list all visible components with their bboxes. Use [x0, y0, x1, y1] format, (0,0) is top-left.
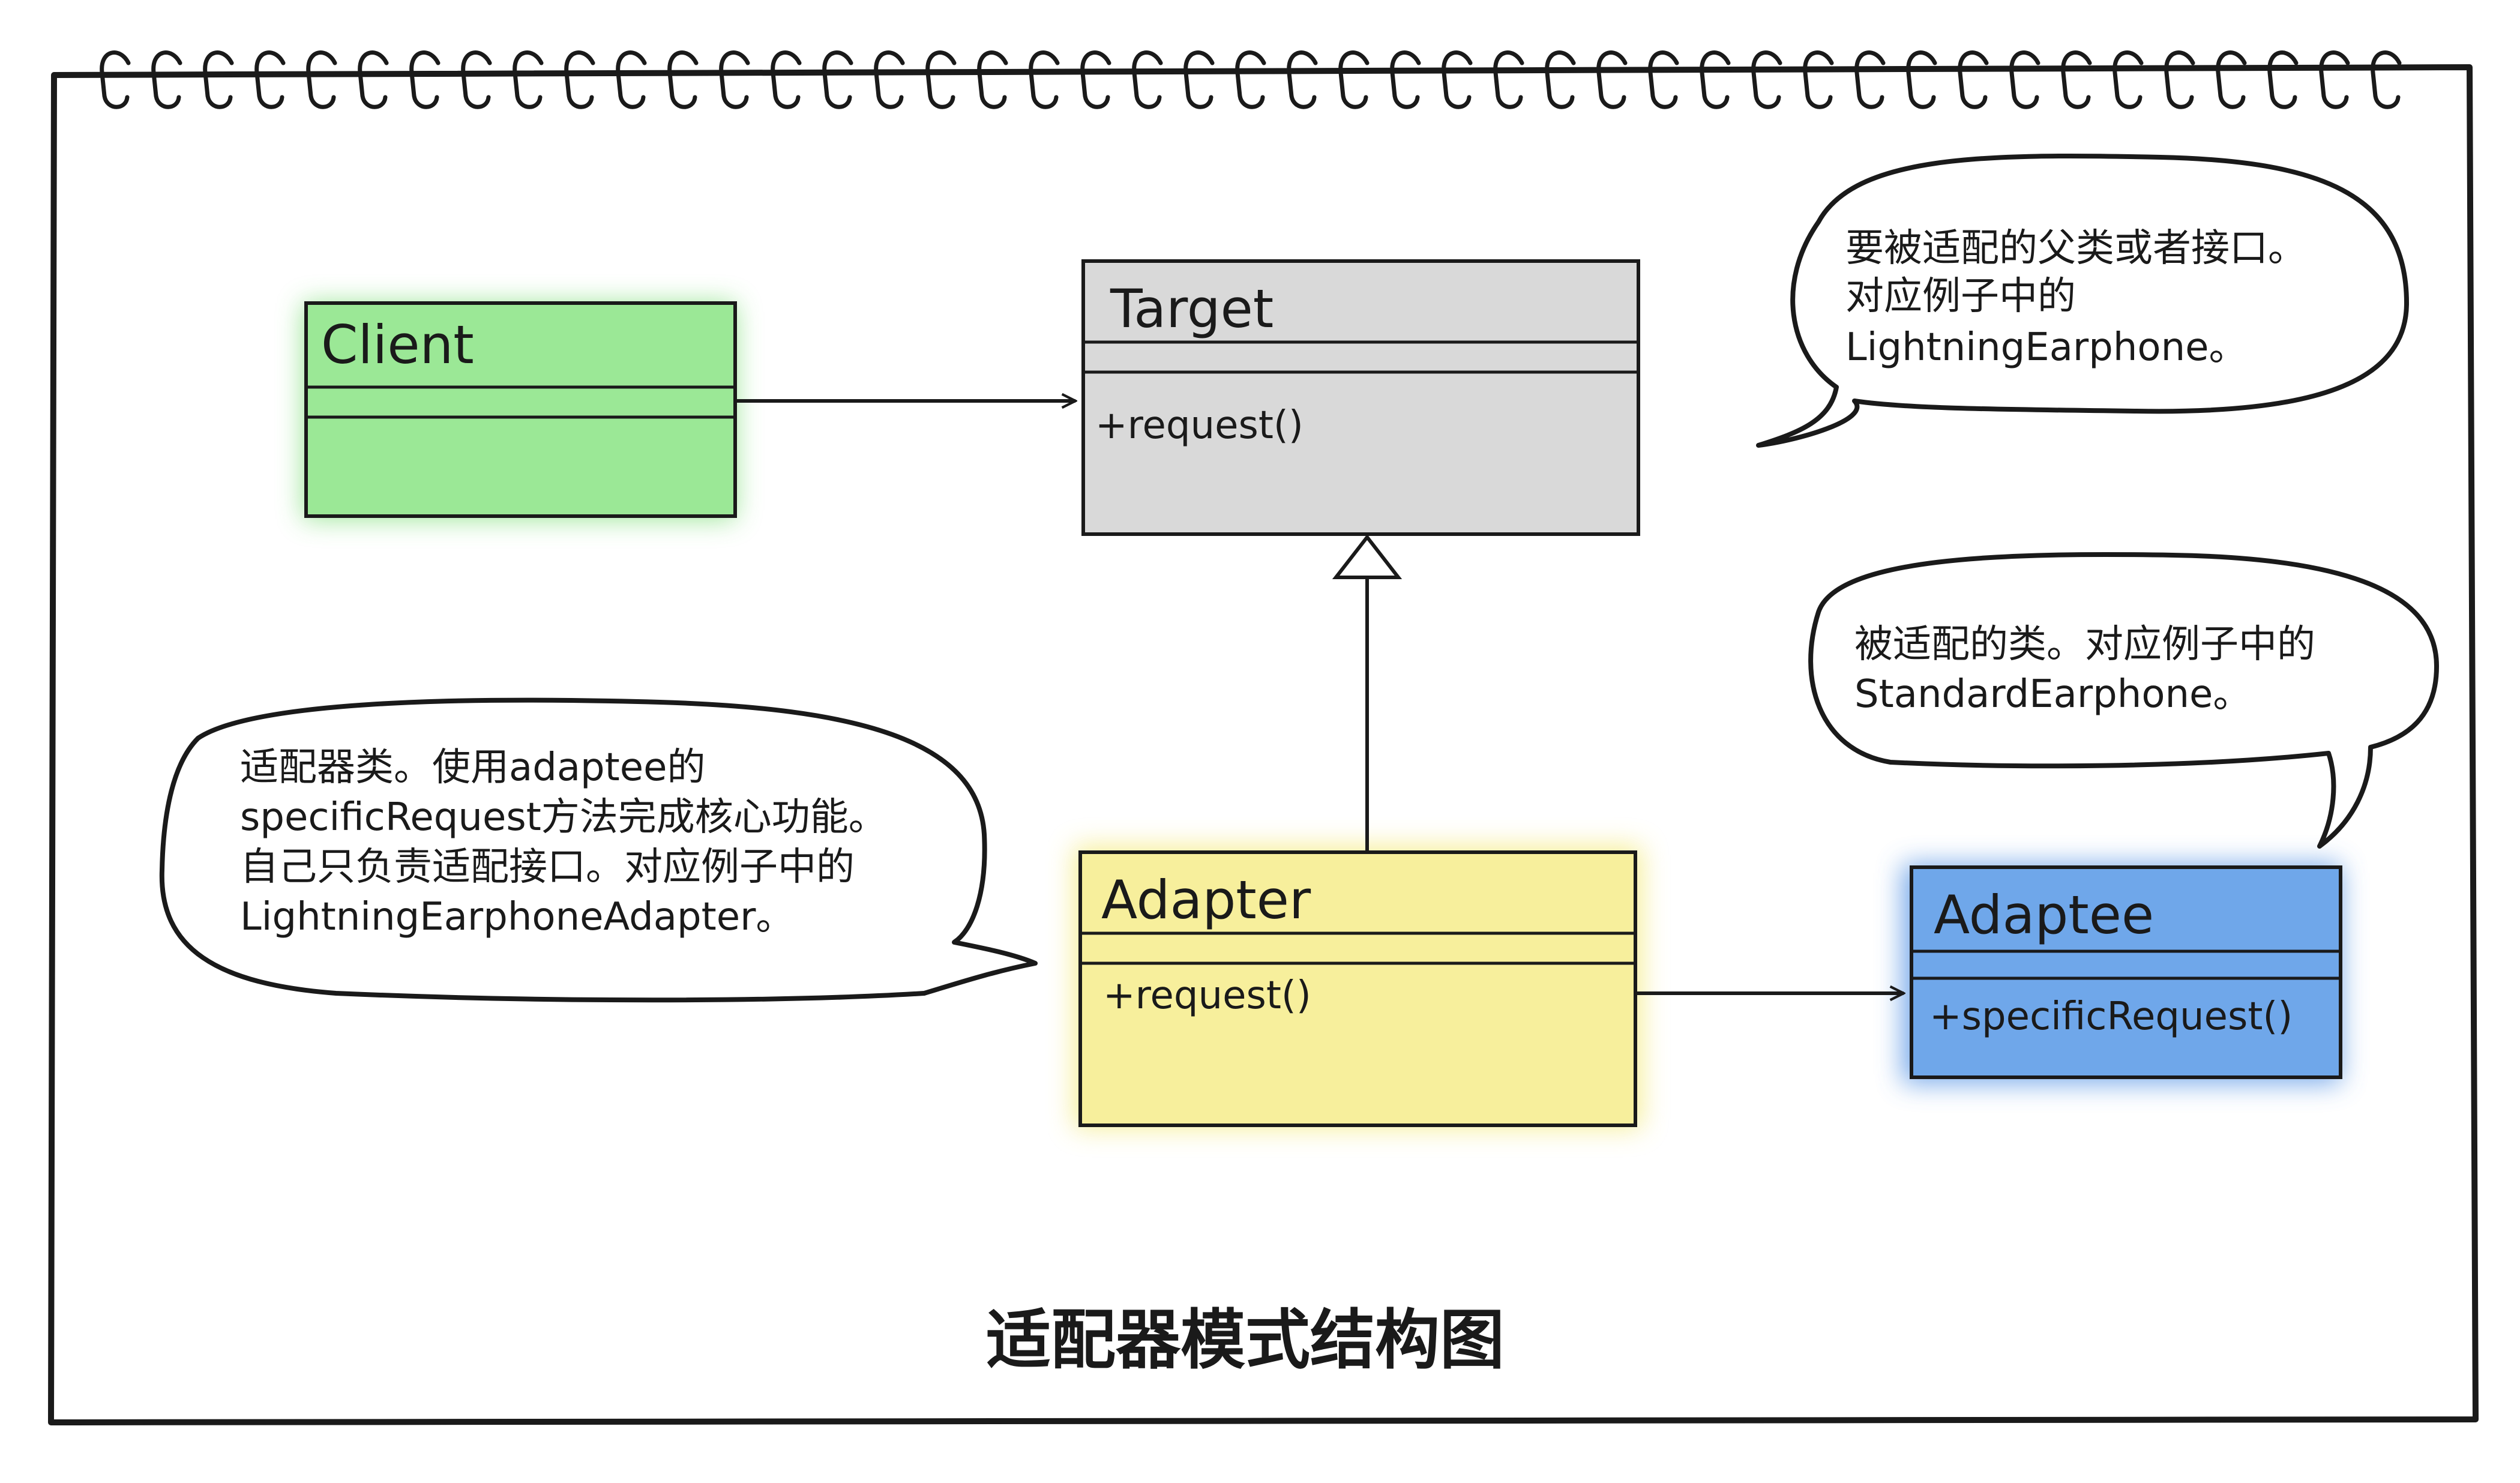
- spiral-ring: [203, 50, 234, 109]
- spiral-ring: [2371, 50, 2402, 109]
- spiral-ring: [1493, 50, 1524, 109]
- spiral-ring: [461, 50, 492, 109]
- spiral-ring: [513, 50, 544, 109]
- spiral-ring: [1080, 50, 1111, 109]
- spiral-ring: [1442, 50, 1473, 109]
- spiral-ring: [564, 50, 595, 109]
- spiral-binding: [100, 50, 2402, 109]
- client-class-name: Client: [321, 314, 474, 376]
- note-adapter: 适配器类。使用adaptee的 specificRequest方法完成核心功能。…: [159, 697, 1038, 1003]
- spiral-ring: [616, 50, 647, 109]
- spiral-ring: [771, 50, 802, 109]
- spiral-ring: [2216, 50, 2247, 109]
- spiral-ring: [822, 50, 853, 109]
- spiral-ring: [719, 50, 750, 109]
- adaptee-method: +specificRequest(): [1929, 994, 2293, 1039]
- class-adaptee: Adaptee +specificRequest(): [1902, 864, 2342, 1083]
- class-target: Target +request(): [1081, 259, 1640, 536]
- note-adaptee: 被适配的类。对应例子中的 StandardEarphone。: [1808, 552, 2439, 849]
- spiral-ring: [1545, 50, 1576, 109]
- note-adaptee-line-1: 被适配的类。对应例子中的: [1854, 622, 2315, 667]
- spiral-ring: [1390, 50, 1421, 109]
- adapter-class-name: Adapter: [1101, 869, 1311, 931]
- spiral-ring: [2113, 50, 2144, 109]
- spiral-ring: [151, 50, 182, 109]
- spiral-ring: [1700, 50, 1731, 109]
- note-target: 要被适配的父类或者接口。 对应例子中的 LightningEarphone。: [1756, 153, 2409, 448]
- spiral-ring: [409, 50, 441, 109]
- note-target-line-2: 对应例子中的: [1845, 274, 2076, 319]
- spiral-ring: [1751, 50, 1782, 109]
- note-adaptee-line-2: StandardEarphone。: [1854, 672, 2251, 717]
- note-adapter-line-3: 自己只负责适配接口。对应例子中的: [240, 845, 855, 889]
- spiral-ring: [1854, 50, 1886, 109]
- spiral-ring: [1803, 50, 1834, 109]
- inheritance-triangle-icon: [1332, 534, 1403, 579]
- adaptee-class-name: Adaptee: [1934, 884, 2154, 946]
- class-client: Client: [303, 301, 737, 519]
- spiral-ring: [100, 50, 131, 109]
- note-target-line-3: LightningEarphone。: [1845, 325, 2248, 370]
- spiral-ring: [2319, 50, 2350, 109]
- spiral-ring: [2164, 50, 2195, 109]
- note-adaptee-bubble: [1808, 552, 2439, 849]
- spiral-ring: [1906, 50, 1937, 109]
- client-box: [304, 301, 737, 518]
- spiral-ring: [2267, 50, 2299, 109]
- adaptee-box: [1910, 865, 2342, 1079]
- note-adapter-bubble: [159, 697, 1038, 1003]
- spiral-ring: [1132, 50, 1163, 109]
- note-adapter-line-1: 适配器类。使用adaptee的: [240, 745, 706, 790]
- spiral-ring: [2061, 50, 2092, 109]
- spiral-ring: [1958, 50, 1989, 109]
- spiral-ring: [1287, 50, 1318, 109]
- spiral-ring: [977, 50, 1008, 109]
- note-target-line-1: 要被适配的父类或者接口。: [1845, 226, 2306, 271]
- note-target-bubble: [1756, 153, 2409, 448]
- note-adapter-line-4: LightningEarphoneAdapter。: [240, 895, 794, 939]
- spiral-ring: [667, 50, 699, 109]
- spiral-ring: [1029, 50, 1060, 109]
- target-box: [1081, 259, 1640, 536]
- adapter-box: [1078, 850, 1637, 1127]
- spiral-ring: [1338, 50, 1370, 109]
- spiral-ring: [1648, 50, 1679, 109]
- diagram-title: 适配器模式结构图: [986, 1303, 1505, 1378]
- spiral-ring: [254, 50, 286, 109]
- spiral-ring: [2009, 50, 2040, 109]
- spiral-ring: [874, 50, 905, 109]
- spiral-ring: [1596, 50, 1628, 109]
- target-class-name: Target: [1110, 278, 1274, 340]
- spiral-ring: [1235, 50, 1266, 109]
- spiral-ring: [925, 50, 957, 109]
- spiral-ring: [306, 50, 337, 109]
- spiral-ring: [358, 50, 389, 109]
- spiral-ring: [1183, 50, 1215, 109]
- class-adapter: Adapter +request(): [1074, 846, 1641, 1128]
- notebook-frame: [48, 50, 2479, 1425]
- note-adapter-line-2: specificRequest方法完成核心功能。: [240, 795, 887, 840]
- relationships: [735, 401, 1904, 993]
- target-method: +request(): [1095, 403, 1304, 448]
- adapter-method: +request(): [1103, 973, 1311, 1018]
